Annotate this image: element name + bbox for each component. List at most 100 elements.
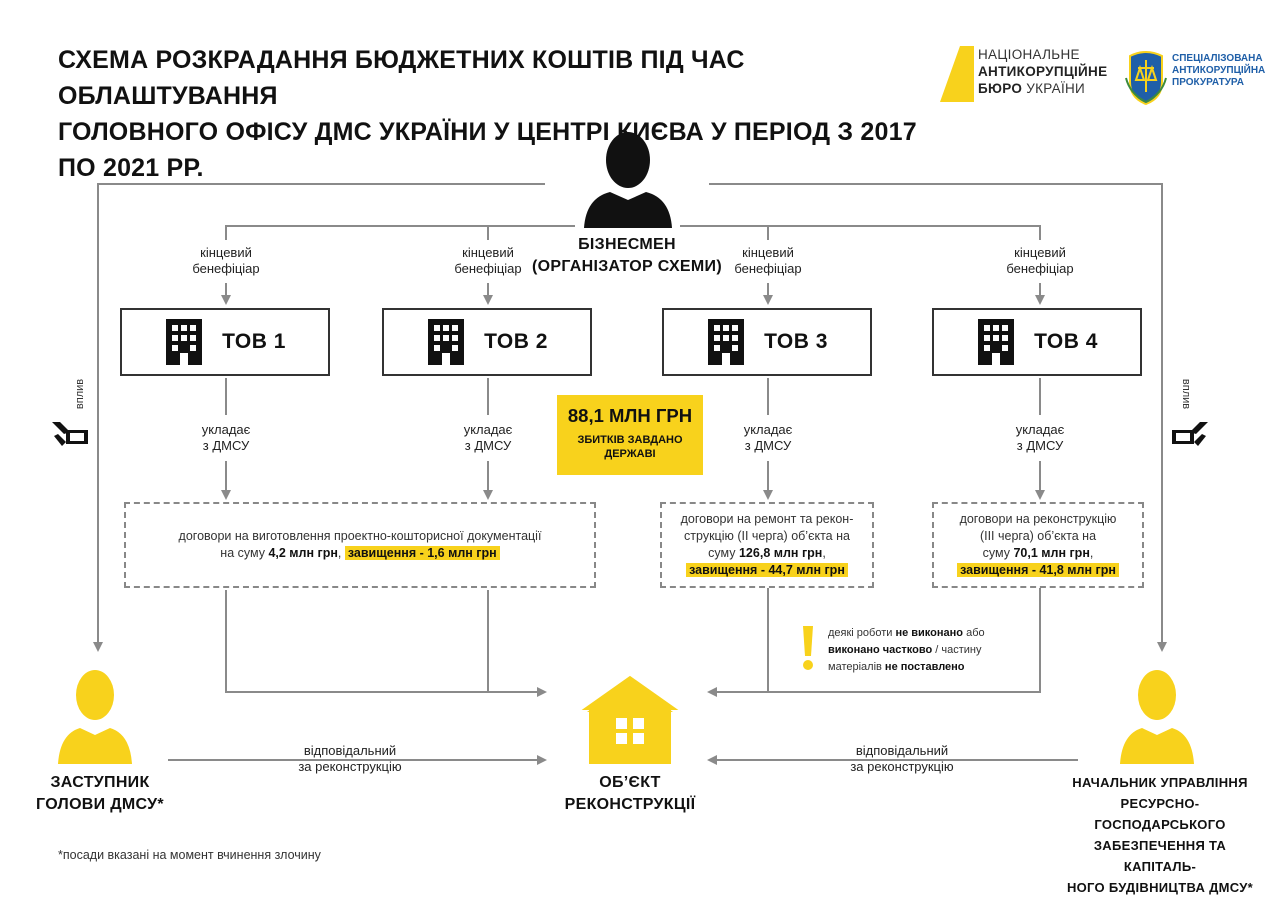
company-box-1: ТОВ 1 — [120, 308, 330, 376]
beneficiary-line-1: кінцевий — [1014, 245, 1066, 260]
warning-note: деякі роботи не виконано або виконано ча… — [828, 625, 1018, 676]
head-line-4: НОГО БУДІВНИЦТВА ДМСУ* — [1066, 880, 1254, 895]
responsible-line-2: за реконструкцію — [298, 759, 402, 774]
beneficiary-line-1: кінцевий — [742, 245, 794, 260]
note-part-c: або — [963, 627, 985, 639]
damage-caption: ЗБИТКІВ ЗАВДАНО ДЕРЖАВІ — [557, 433, 703, 461]
responsible-label-right: відповідальний за реконструкцію — [822, 743, 982, 775]
contract-c12-line-1: договори на виготовлення проектно-коштор… — [178, 529, 542, 543]
responsible-label-left: відповідальний за реконструкцію — [270, 743, 430, 775]
sap-logo-text: СПЕЦІАЛІЗОВАНА АНТИКОРУПЦІЙНА ПРОКУРАТУР… — [1172, 53, 1265, 89]
contract-c12-pre: на суму — [220, 546, 269, 560]
contract-c4-line-2: (ІІІ черга) об’єкта на — [979, 529, 1097, 543]
company-box-4: ТОВ 4 — [932, 308, 1142, 376]
company-box-3: ТОВ 3 — [662, 308, 872, 376]
handshake-money-icon — [52, 422, 88, 446]
building-icon — [166, 319, 203, 365]
contract-line-1: укладає — [1015, 422, 1065, 437]
footnote: *посади вказані на момент вчинення злочи… — [58, 848, 321, 862]
contract-line-1: укладає — [201, 422, 251, 437]
contract-c12-sum: 4,2 млн грн — [268, 546, 338, 560]
head-line-3: ЗАБЕЗПЕЧЕННЯ ТА КАПІТАЛЬ- — [1093, 838, 1227, 874]
contract-c4-overprice: завищення - 41,8 млн грн — [957, 563, 1119, 577]
beneficiary-line-2: бенефіціар — [454, 261, 522, 276]
deputy-person-icon — [58, 670, 132, 764]
contract-c12-sep: , — [337, 546, 345, 560]
damage-line-2: ДЕРЖАВІ — [604, 448, 656, 460]
contract-line-2: з ДМСУ — [202, 438, 250, 453]
building-icon — [978, 319, 1015, 365]
businessman-line-2: (ОРГАНІЗАТОР СХЕМИ) — [532, 258, 722, 275]
contract-label: укладає з ДМСУ — [980, 422, 1100, 454]
note-part-a: деякі роботи — [828, 627, 896, 639]
contract-box-tov-1-2: договори на виготовлення проектно-коштор… — [124, 502, 596, 588]
head-line-2: РЕСУРСНО-ГОСПОДАРСЬКОГО — [1094, 796, 1226, 832]
contract-label: укладає з ДМСУ — [708, 422, 828, 454]
contract-box-tov-3: договори на ремонт та рекон- струкцію (І… — [660, 502, 874, 588]
house-icon — [578, 672, 682, 764]
nabu-line-3b: УКРАЇНИ — [1022, 81, 1086, 96]
contract-c12-overprice: завищення - 1,6 млн грн — [344, 546, 500, 560]
deputy-label: ЗАСТУПНИК ГОЛОВИ ДМСУ* — [20, 772, 180, 816]
beneficiary-line-2: бенефіціар — [734, 261, 802, 276]
company-label: ТОВ 3 — [764, 330, 828, 353]
title-line-1: СХЕМА РОЗКРАДАННЯ БЮДЖЕТНИХ КОШТІВ ПІД Ч… — [58, 46, 745, 110]
contract-line-2: з ДМСУ — [744, 438, 792, 453]
contract-line-1: укладає — [743, 422, 793, 437]
object-line-1: ОБ’ЄКТ — [599, 774, 661, 791]
note-part-d: виконано частково — [828, 644, 933, 656]
damage-badge: 88,1 МЛН ГРН ЗБИТКІВ ЗАВДАНО ДЕРЖАВІ — [557, 395, 703, 475]
nabu-line-2: АНТИКОРУПЦІЙНЕ — [978, 64, 1108, 79]
note-part-e: / частину — [932, 644, 982, 656]
sap-line-3: ПРОКУРАТУРА — [1172, 77, 1244, 88]
contract-label: укладає з ДМСУ — [166, 422, 286, 454]
deputy-line-1: ЗАСТУПНИК — [50, 774, 150, 791]
contract-line-1: укладає — [463, 422, 513, 437]
nabu-line-1: НАЦІОНАЛЬНЕ — [978, 47, 1080, 62]
nabu-logo-text: НАЦІОНАЛЬНЕ АНТИКОРУПЦІЙНЕ БЮРО УКРАЇНИ — [978, 46, 1107, 97]
beneficiary-line-1: кінцевий — [462, 245, 514, 260]
influence-label-right: вплив — [1180, 378, 1192, 410]
contract-c3-overprice: завищення - 44,7 млн грн — [686, 563, 848, 577]
beneficiary-label: кінцевий бенефіціар — [428, 245, 548, 277]
company-box-2: ТОВ 2 — [382, 308, 592, 376]
beneficiary-label: кінцевий бенефіціар — [980, 245, 1100, 277]
handshake-money-icon — [1172, 422, 1208, 446]
object-line-2: РЕКОНСТРУКЦІЇ — [564, 796, 696, 813]
sap-line-2: АНТИКОРУПЦІЙНА — [1172, 65, 1266, 76]
responsible-line-1: відповідальний — [303, 743, 397, 758]
contract-c4-line-1: договори на реконструкцію — [959, 512, 1117, 526]
warning-icon — [803, 626, 813, 670]
note-part-g: не поставлено — [884, 661, 965, 673]
damage-line-1: ЗБИТКІВ ЗАВДАНО — [577, 434, 683, 446]
beneficiary-line-2: бенефіціар — [192, 261, 260, 276]
contract-box-tov-4: договори на реконструкцію (ІІІ черга) об… — [932, 502, 1144, 588]
beneficiary-label: кінцевий бенефіціар — [708, 245, 828, 277]
contract-line-2: з ДМСУ — [1016, 438, 1064, 453]
contract-c4-sum: 70,1 млн грн — [1013, 546, 1090, 560]
company-label: ТОВ 1 — [222, 330, 286, 353]
contract-c4-sep: , — [1089, 546, 1094, 560]
title-line-2: ГОЛОВНОГО ОФІСУ ДМС УКРАЇНИ У ЦЕНТРІ КИЄ… — [58, 118, 917, 182]
responsible-line-2: за реконструкцію — [850, 759, 954, 774]
beneficiary-line-2: бенефіціар — [1006, 261, 1074, 276]
building-icon — [708, 319, 745, 365]
contract-c3-line-1: договори на ремонт та рекон- — [680, 512, 854, 526]
contract-c3-pre: суму — [708, 546, 739, 560]
sap-emblem-icon — [1125, 51, 1167, 106]
businessman-label: БІЗНЕСМЕН (ОРГАНІЗАТОР СХЕМИ) — [527, 234, 727, 278]
contract-c3-line-2: струкцію (ІІ черга) об’єкта на — [684, 529, 850, 543]
contract-label: укладає з ДМСУ — [428, 422, 548, 454]
head-label: НАЧАЛЬНИК УПРАВЛІННЯ РЕСУРСНО-ГОСПОДАРСЬ… — [1066, 772, 1254, 898]
sap-line-1: СПЕЦІАЛІЗОВАНА — [1172, 53, 1263, 64]
contract-c3-sep: , — [822, 546, 826, 560]
head-person-icon — [1120, 670, 1194, 764]
beneficiary-line-1: кінцевий — [200, 245, 252, 260]
note-part-f: матеріалів — [828, 661, 885, 673]
damage-amount: 88,1 МЛН ГРН — [567, 405, 693, 426]
influence-label-left: вплив — [74, 378, 86, 410]
connector-lines — [93, 183, 1167, 765]
businessman-line-1: БІЗНЕСМЕН — [578, 236, 676, 253]
page-title: СХЕМА РОЗКРАДАННЯ БЮДЖЕТНИХ КОШТІВ ПІД Ч… — [58, 42, 928, 186]
note-part-b: не виконано — [895, 627, 964, 639]
